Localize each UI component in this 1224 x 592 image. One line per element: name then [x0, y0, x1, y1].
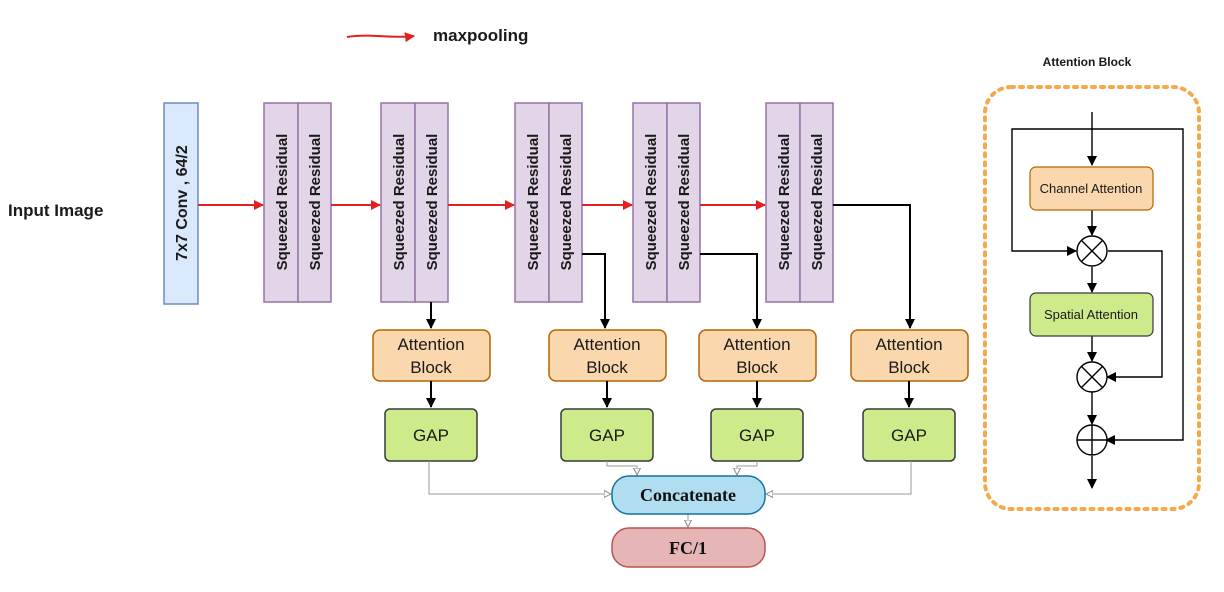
residual-label: Squeezed Residual	[525, 134, 542, 271]
spatial-attention-label: Spatial Attention	[1044, 307, 1138, 322]
attention-to-gap-arrows	[426, 381, 914, 408]
attention-block-line1: Attention	[723, 335, 790, 354]
gap-block-4: GAP	[862, 408, 956, 462]
add-icon	[1076, 424, 1108, 456]
attention-block-1: Attention Block	[372, 329, 491, 382]
residual-label: Squeezed Residual	[776, 134, 793, 271]
attention-block-3: Attention Block	[698, 329, 817, 382]
attention-block-2: Attention Block	[548, 329, 667, 382]
residual-label: Squeezed Residual	[274, 134, 291, 271]
residual-group-1: Squeezed Residual Squeezed Residual	[263, 102, 332, 303]
gap-block-1: GAP	[384, 408, 478, 462]
attention-detail-panel: Attention Block Channel Attention Spatia…	[983, 55, 1201, 511]
attention-block-line2: Block	[410, 358, 452, 377]
gap-block-2: GAP	[560, 408, 654, 462]
gap-label: GAP	[589, 426, 625, 445]
residual-group-2: Squeezed Residual Squeezed Residual	[380, 102, 449, 303]
legend: maxpooling	[346, 26, 528, 45]
multiply-icon	[1076, 235, 1108, 267]
maxpooling-legend-label: maxpooling	[433, 26, 528, 45]
residual-group-4: Squeezed Residual Squeezed Residual	[632, 102, 701, 303]
residual-label: Squeezed Residual	[676, 134, 693, 271]
residual-label: Squeezed Residual	[558, 134, 575, 271]
attention-block-4: Attention Block	[850, 329, 969, 382]
gap-label: GAP	[413, 426, 449, 445]
stage-connectors	[426, 204, 915, 329]
channel-attention-label: Channel Attention	[1040, 181, 1143, 196]
multiply-icon	[1076, 361, 1108, 393]
gap-to-concat-connectors	[428, 461, 912, 527]
residual-label: Squeezed Residual	[643, 134, 660, 271]
concatenate-block: Concatenate	[611, 475, 766, 515]
attention-block-line1: Attention	[875, 335, 942, 354]
gap-label: GAP	[891, 426, 927, 445]
attention-block-line2: Block	[586, 358, 628, 377]
spatial-attention-box	[1029, 292, 1154, 337]
channel-attention-box	[1029, 166, 1154, 211]
attention-block-line1: Attention	[573, 335, 640, 354]
input-image-label: Input Image	[8, 201, 103, 220]
attention-detail-connectors	[1011, 112, 1184, 489]
attention-detail-title: Attention Block	[1043, 55, 1132, 69]
gap-block-3: GAP	[710, 408, 804, 462]
concatenate-label: Concatenate	[640, 485, 736, 505]
residual-label: Squeezed Residual	[424, 134, 441, 271]
gap-label: GAP	[739, 426, 775, 445]
residual-group-5: Squeezed Residual Squeezed Residual	[765, 102, 834, 303]
residual-label: Squeezed Residual	[809, 134, 826, 271]
residual-group-3: Squeezed Residual Squeezed Residual	[514, 102, 583, 303]
fc-label: FC/1	[669, 538, 707, 558]
maxpooling-legend-arrow	[346, 32, 415, 43]
residual-label: Squeezed Residual	[391, 134, 408, 271]
attention-detail-border	[983, 85, 1201, 511]
attention-block-line1: Attention	[397, 335, 464, 354]
attention-block-line2: Block	[736, 358, 778, 377]
fc-block: FC/1	[611, 527, 766, 568]
conv-label: 7x7 Conv , 64/2	[174, 145, 191, 261]
attention-block-line2: Block	[888, 358, 930, 377]
residual-label: Squeezed Residual	[307, 134, 324, 271]
conv-block: 7x7 Conv , 64/2	[163, 102, 199, 305]
